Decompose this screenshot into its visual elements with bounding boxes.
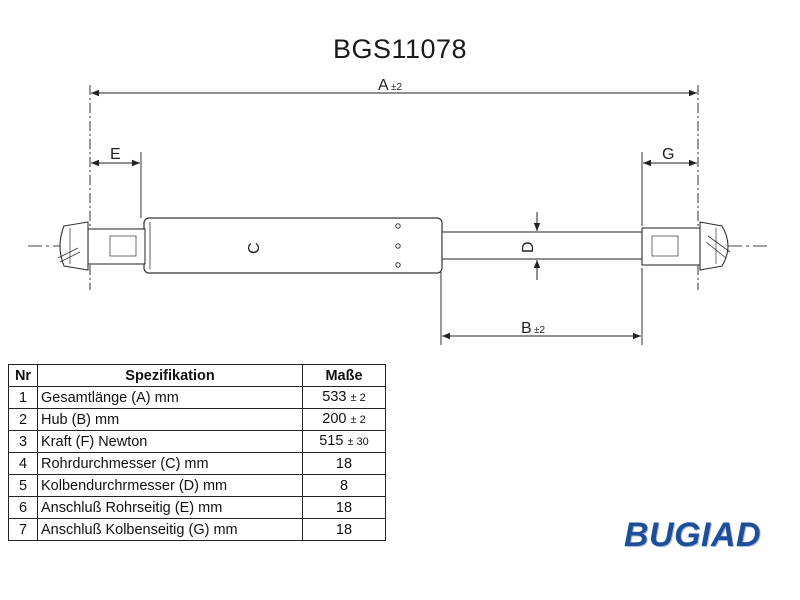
row-spec: Hub (B) mm bbox=[37, 408, 303, 431]
header-nr: Nr bbox=[8, 364, 38, 387]
header-spezifikation: Spezifikation bbox=[37, 364, 303, 387]
row-value: 8 bbox=[302, 474, 386, 497]
row-nr: 2 bbox=[8, 408, 38, 431]
row-spec: Gesamtlänge (A) mm bbox=[37, 386, 303, 409]
row-value: 18 bbox=[302, 518, 386, 541]
dimension-label-g: G bbox=[662, 146, 674, 163]
row-value-number: 515 bbox=[319, 433, 344, 449]
row-value-tolerance: ± 2 bbox=[350, 392, 366, 404]
dimension-label-e: E bbox=[110, 146, 121, 163]
dimension-tolerance-b: ±2 bbox=[534, 325, 545, 336]
table-row: 4 Rohrdurchmesser (C) mm 18 bbox=[8, 452, 386, 475]
bugiad-logo: BUGIAD bbox=[624, 516, 762, 554]
row-spec: Rohrdurchmesser (C) mm bbox=[37, 452, 303, 475]
piston-rod bbox=[441, 231, 643, 260]
row-nr: 7 bbox=[8, 518, 38, 541]
specification-table: Nr Spezifikation Maße 1 Gesamtlänge (A) … bbox=[8, 364, 386, 541]
table-row: 1 Gesamtlänge (A) mm 533 ± 2 bbox=[8, 386, 386, 409]
part-number-title: BGS11078 bbox=[332, 34, 468, 64]
dimension-label-a: A bbox=[378, 77, 389, 94]
row-value-number: 533 bbox=[322, 389, 347, 405]
dimension-label-c: C bbox=[246, 242, 263, 254]
row-value-tolerance: ± 30 bbox=[347, 436, 369, 448]
row-spec: Anschluß Rohrseitig (E) mm bbox=[37, 496, 303, 519]
table-row: 6 Anschluß Rohrseitig (E) mm 18 bbox=[8, 496, 386, 519]
gas-spring-drawing: A ±2 E G B ±2 C D bbox=[28, 77, 768, 345]
table-row: 7 Anschluß Kolbenseitig (G) mm 18 bbox=[8, 518, 386, 541]
row-value: 18 bbox=[302, 452, 386, 475]
row-nr: 4 bbox=[8, 452, 38, 475]
row-value: 515 ± 30 bbox=[302, 430, 386, 453]
row-nr: 5 bbox=[8, 474, 38, 497]
dimension-tolerance-a: ±2 bbox=[391, 82, 402, 93]
row-value-tolerance: ± 2 bbox=[350, 414, 366, 426]
row-spec: Kraft (F) Newton bbox=[37, 430, 303, 453]
row-value-number: 200 bbox=[322, 411, 347, 427]
table-row: 5 Kolbendurchrmesser (D) mm 8 bbox=[8, 474, 386, 497]
table-row: 2 Hub (B) mm 200 ± 2 bbox=[8, 408, 386, 431]
cylinder-holes bbox=[395, 223, 401, 268]
row-nr: 6 bbox=[8, 496, 38, 519]
row-value: 533 ± 2 bbox=[302, 386, 386, 409]
left-end-fitting bbox=[57, 221, 146, 271]
dimension-label-d: D bbox=[520, 241, 537, 253]
row-nr: 1 bbox=[8, 386, 38, 409]
row-spec: Kolbendurchrmesser (D) mm bbox=[37, 474, 303, 497]
dimension-label-b: B bbox=[521, 320, 532, 337]
row-value: 200 ± 2 bbox=[302, 408, 386, 431]
table-header-row: Nr Spezifikation Maße bbox=[8, 364, 386, 387]
row-value: 18 bbox=[302, 496, 386, 519]
row-spec: Anschluß Kolbenseitig (G) mm bbox=[37, 518, 303, 541]
table-row: 3 Kraft (F) Newton 515 ± 30 bbox=[8, 430, 386, 453]
row-nr: 3 bbox=[8, 430, 38, 453]
header-masse: Maße bbox=[302, 364, 386, 387]
right-end-fitting bbox=[641, 221, 731, 271]
